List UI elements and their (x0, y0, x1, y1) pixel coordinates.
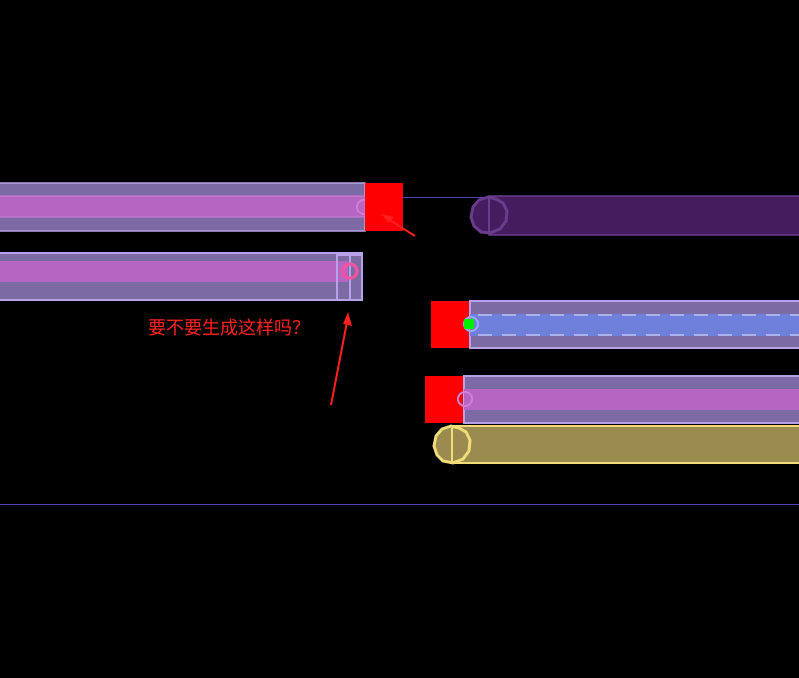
track-5-core (464, 389, 799, 410)
track-1[interactable] (0, 182, 372, 232)
red-arrow-icon (330, 312, 352, 406)
green-marker (464, 319, 474, 329)
red-pad-1[interactable] (365, 183, 403, 231)
track-2-core (0, 261, 348, 282)
red-arrow-icon (381, 214, 416, 237)
annotation-text: 要不要生成这样吗？ (148, 318, 310, 339)
track-4[interactable] (463, 300, 799, 349)
track-6[interactable] (432, 424, 799, 465)
track-1-core (0, 195, 366, 218)
track-4-core (470, 314, 799, 336)
ring-icon (457, 391, 473, 407)
track-2[interactable] (0, 252, 363, 301)
track-5[interactable] (457, 375, 799, 424)
track-3-body (488, 195, 799, 236)
track-3[interactable] (469, 195, 799, 236)
track-6-body (451, 425, 799, 464)
ring-icon (341, 262, 359, 280)
